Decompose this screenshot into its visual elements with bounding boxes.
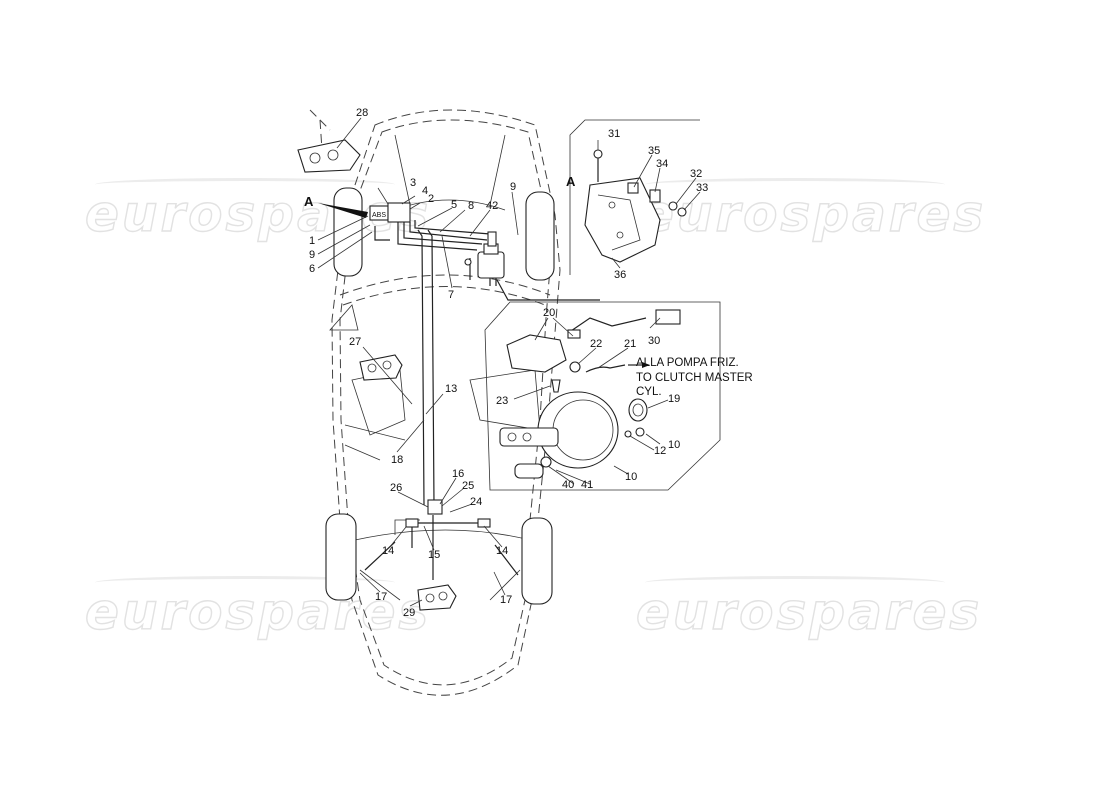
callout-29: 29: [403, 607, 415, 619]
callout-6: 6: [309, 263, 315, 275]
detail-a-panel: A: [566, 119, 700, 275]
clamp-bracket-28: [297, 109, 361, 173]
callout-25: 25: [462, 480, 474, 492]
callout-41: 41: [581, 479, 593, 491]
brake-pipes: [374, 220, 496, 580]
callout-34: 34: [656, 158, 668, 170]
clamp-bracket-29: [417, 584, 457, 611]
front-right-wheel: [525, 191, 555, 281]
abs-unit: ABS: [369, 202, 411, 223]
callout-1: 1: [309, 235, 315, 247]
callout-30: 30: [648, 335, 660, 347]
callout-21: 21: [624, 338, 636, 350]
callout-9: 9: [510, 181, 516, 193]
callout-36: 36: [614, 269, 626, 281]
callout-18: 18: [391, 454, 403, 466]
abs-label: ABS: [372, 212, 386, 219]
rear-brake-junction: [364, 499, 519, 576]
view-a-arrow: A: [304, 194, 368, 218]
rear-left-wheel: [325, 513, 357, 601]
clutch-note: ALLA POMPA FRIZ. TO CLUTCH MASTER CYL.: [636, 357, 753, 398]
callout-8: 8: [468, 200, 474, 212]
callout-2: 2: [428, 193, 434, 205]
view-marker-detail: A: [566, 174, 576, 189]
callout-27: 27: [349, 336, 361, 348]
callout-28: 28: [356, 107, 368, 119]
callout-31: 31: [608, 128, 620, 140]
callout-7: 7: [448, 289, 454, 301]
callout-26: 26: [390, 482, 402, 494]
note-line-2: TO CLUTCH MASTER: [636, 372, 753, 384]
note-line-1: ALLA POMPA FRIZ.: [636, 357, 739, 369]
callout-3: 3: [410, 177, 416, 189]
note-line-3: CYL.: [636, 386, 662, 398]
callout-12: 12: [654, 445, 666, 457]
callout-15: 15: [428, 549, 440, 561]
callout-16: 16: [452, 468, 464, 480]
rear-right-wheel: [521, 517, 553, 605]
view-marker-main: A: [304, 194, 314, 209]
callout-22: 22: [590, 338, 602, 350]
callout-5: 5: [451, 199, 457, 211]
car-body-outline: [329, 109, 561, 696]
callout-33: 33: [696, 182, 708, 194]
callout-4: 4: [422, 185, 428, 197]
callout-35: 35: [648, 145, 660, 157]
callout-17b: 17: [500, 594, 512, 606]
callout-32: 32: [690, 168, 702, 180]
callout-17: 17: [375, 591, 387, 603]
callout-14: 14: [382, 545, 394, 557]
callout-23: 23: [496, 395, 508, 407]
master-cylinder-assembly: [464, 231, 600, 301]
callout-42: 42: [486, 200, 498, 212]
callout-14b: 14: [496, 545, 508, 557]
callout-24: 24: [470, 496, 482, 508]
leader-lines: [317, 117, 701, 607]
callout-9b: 9: [309, 249, 315, 261]
callout-40: 40: [562, 479, 574, 491]
booster-detail-panel: [484, 301, 721, 491]
callout-labels: 28 3 4 2 5 8 42 9 1 9 6 7 31 35 34 32 33…: [309, 107, 708, 619]
callout-13: 13: [445, 383, 457, 395]
callout-10b: 10: [625, 471, 637, 483]
callout-19: 19: [668, 393, 680, 405]
callout-20: 20: [543, 307, 555, 319]
callout-10: 10: [668, 439, 680, 451]
